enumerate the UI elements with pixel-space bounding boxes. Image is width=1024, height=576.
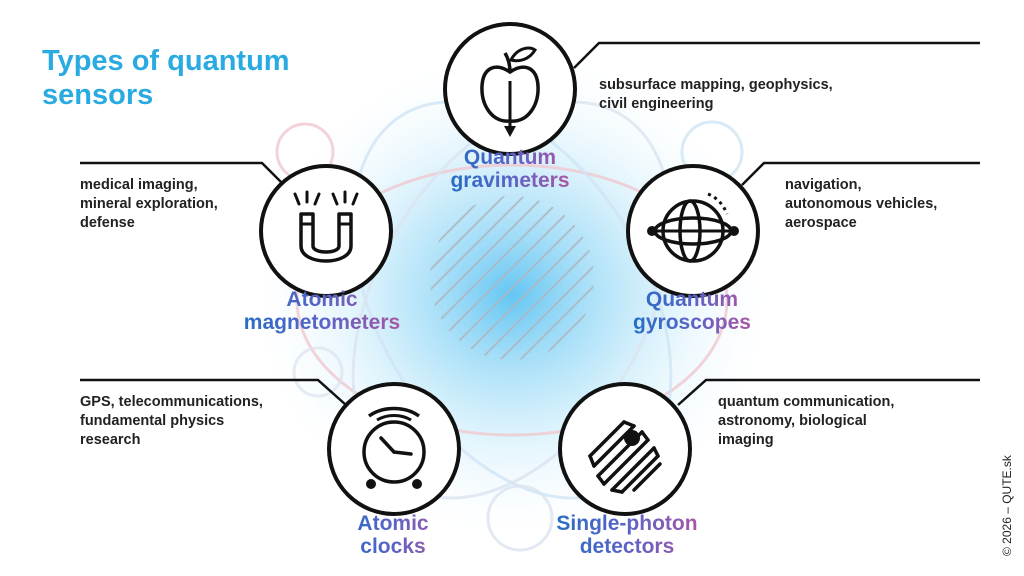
sensor-label-detectors: Single-photon detectors (542, 512, 712, 558)
sensor-label-clocks: Atomic clocks (328, 512, 458, 558)
applications-gravimeters: subsurface mapping, geophysics, civil en… (599, 77, 833, 112)
applications-magnetometers: medical imaging, mineral exploration, de… (80, 177, 218, 231)
leader-lines (80, 41, 980, 406)
apple-icon (480, 46, 540, 137)
page-title: Types of quantum sensors (42, 44, 362, 112)
sensor-label-gravimeters: Quantum gravimeters (445, 146, 575, 192)
magnet-icon (293, 190, 359, 263)
gyroscope-icon (647, 192, 739, 263)
title-line-2: sensors (42, 79, 154, 111)
applications-gyroscopes: navigation, autonomous vehicles, aerospa… (785, 177, 938, 231)
applications-detectors: quantum communication, astronomy, biolog… (718, 394, 895, 448)
gyroscope-circle (626, 164, 760, 298)
sensor-label-gyroscopes: Quantum gyroscopes (627, 288, 757, 334)
copyright-credit: © 2026 – QUTE.sk (1000, 455, 1014, 556)
photon-detector-icon (588, 420, 662, 494)
sensor-label-magnetometers: Atomic magnetometers (232, 288, 412, 334)
gravimeter-circle (443, 22, 577, 156)
magnetometer-circle (259, 164, 393, 298)
applications-clocks: GPS, telecommunications, fundamental phy… (80, 394, 263, 448)
title-line-1: Types of quantum (42, 45, 290, 77)
alarm-clock-icon (362, 406, 426, 489)
photon-detector-circle (558, 382, 692, 516)
clock-circle (327, 382, 461, 516)
